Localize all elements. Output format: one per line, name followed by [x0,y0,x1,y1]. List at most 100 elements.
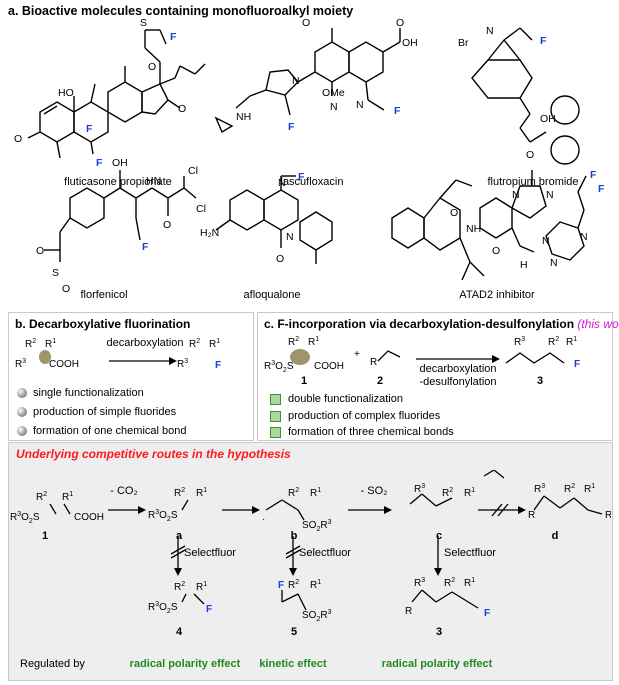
svg-text:R: R [528,510,535,521]
svg-text:O: O [163,219,171,231]
svg-text:F: F [484,608,490,619]
svg-text:COOH: COOH [49,359,79,370]
svg-text:R3: R3 [414,483,425,495]
svg-text:R2: R2 [25,338,36,350]
svg-text:COOH: COOH [314,361,344,372]
svg-text:+: + [354,349,360,360]
svg-text:R3O2S: R3O2S [264,360,294,374]
svg-text:O: O [302,17,310,29]
svg-text:R1: R1 [566,336,577,348]
section-c-arrow-label-2: -desulfonylation [419,376,497,388]
svg-text:Cl: Cl [196,203,206,215]
svg-text:F: F [540,35,547,47]
svg-text:N: N [550,257,558,269]
svg-text:·: · [262,514,265,525]
lascufloxacin-structure [214,28,401,134]
this-work-note: (this work) [577,317,619,331]
effect-label-radical-polarity: radical polarity effect [381,658,493,670]
section-c-bullet: formation of three chemical bonds [270,426,454,438]
molecule-label-flutropium: flutropium bromide [487,176,579,188]
regulated-by-label: Regulated by [20,658,85,670]
afloqualone-structure [215,175,333,264]
svg-text:F: F [215,360,221,371]
section-a-structures: O HO O O S O O OH N N N NH OMe N Br OH O… [14,17,605,295]
svg-text:R1: R1 [196,581,207,593]
svg-text:N: N [278,177,286,189]
svg-text:N: N [546,189,554,201]
svg-text:F: F [86,123,93,135]
reagent-label: Selectfluor [184,547,236,559]
svg-text:R1: R1 [584,483,595,495]
molecule-label-fluticasone: fluticasone propionate [64,176,172,188]
product-label-3: 3 [435,626,443,638]
svg-text:R1: R1 [310,579,321,591]
svg-text:OH: OH [112,157,128,169]
svg-text:R3: R3 [177,358,188,370]
svg-text:R2: R2 [442,487,453,499]
section-b-bullet: production of simple fluorides [17,406,176,418]
svg-text:N: N [292,75,300,87]
svg-text:N: N [330,101,338,113]
svg-text:R: R [605,510,611,521]
section-b-bullet: single functionalization [17,387,144,399]
intermediate-label-c: c [435,530,443,542]
svg-text:O: O [36,245,44,257]
svg-text:NH: NH [466,223,481,235]
svg-text:R2: R2 [548,336,559,348]
svg-text:N: N [486,25,494,37]
svg-text:F: F [170,31,177,43]
svg-text:R3: R3 [514,336,525,348]
compound-label-3: 3 [536,375,544,387]
svg-text:R2: R2 [36,491,47,503]
svg-text:O: O [62,283,70,295]
svg-text:Cl: Cl [188,165,198,177]
svg-text:O: O [178,103,186,115]
section-c-scheme: R2 R1 R3O2S COOH + R R3 R2 R1 F [264,336,580,374]
svg-text:N: N [580,231,588,243]
svg-text:OMe: OMe [322,87,345,99]
svg-text:R1: R1 [45,338,56,350]
section-a-title: a. Bioactive molecules containing monofl… [8,4,354,18]
svg-text:R3O2S: R3O2S [148,509,178,523]
svg-text:R3: R3 [414,577,425,589]
svg-text:N: N [356,99,364,111]
bullet-square-icon [270,426,281,438]
svg-text:O: O [148,61,156,73]
flutropium-structure [471,27,580,165]
panel-this-work: c. F-incorporation via decarboxylation-d… [257,312,619,441]
svg-text:F: F [574,359,580,370]
section-c-bullet: double functionalization [270,393,403,405]
svg-text:R1: R1 [62,491,73,503]
svg-text:F: F [394,105,401,117]
svg-text:R1: R1 [310,487,321,499]
molecule-label-afloqualone: afloqualone [243,289,301,301]
section-b-bullet: formation of one chemical bond [17,425,186,437]
fluticasone-structure [27,29,206,159]
product-label-5: 5 [290,626,298,638]
bullet-square-icon [270,393,281,405]
intermediate-label-1: 1 [41,530,49,542]
panel-decarboxylative-fluorination: b. Decarboxylative fluorination R2 R1 R3… [8,312,254,441]
svg-text:S: S [140,17,147,29]
intermediate-label-d: d [551,530,559,542]
section-c-arrow-label-1: decarboxylation [419,363,497,375]
svg-text:F: F [598,183,605,195]
section-d-scheme: R2 R1 R3O2S COOH R2 R1 R3O2S R2 R1 SO2R3… [10,470,611,623]
reagent-label: Selectfluor [444,547,496,559]
svg-text:HN: HN [146,175,161,187]
svg-text:OH: OH [540,113,556,125]
section-b-title: b. Decarboxylative fluorination [15,317,191,331]
section-c-bullet: production of complex fluorides [270,410,440,422]
svg-text:OH: OH [402,37,418,49]
svg-text:R3: R3 [15,358,26,370]
svg-text:R3O2S: R3O2S [148,601,178,615]
svg-text:S: S [52,267,59,279]
svg-text:R2: R2 [444,577,455,589]
svg-text:R2: R2 [288,579,299,591]
svg-text:SO2R3: SO2R3 [302,519,332,533]
bullet-square-icon [270,410,281,422]
svg-text:O: O [276,253,284,265]
reagent-label: Selectfluor [299,547,351,559]
section-b-scheme: R2 R1 R3 COOH R2 R1 R3 F [15,338,221,371]
svg-text:F: F [96,157,103,169]
